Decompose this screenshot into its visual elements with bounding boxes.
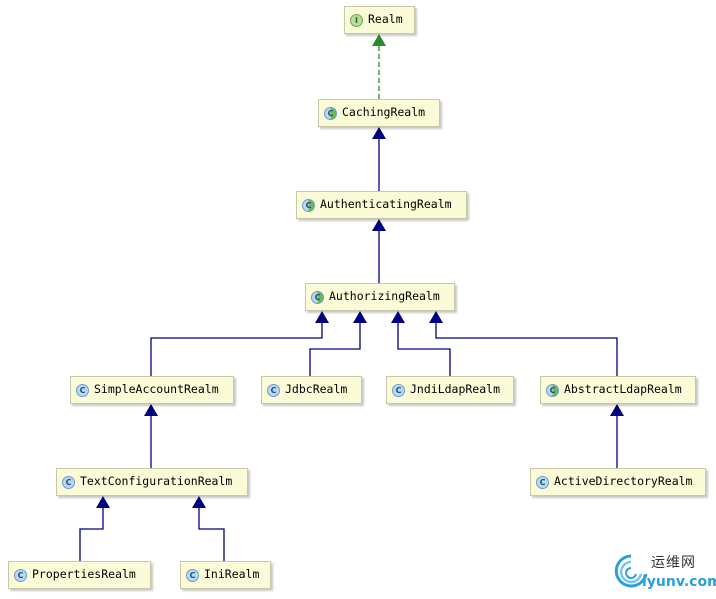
edge-arrowhead-authenticating-to-caching [372, 127, 386, 139]
node-abstract-ldap-realm[interactable]: C AbstractLdapRealm [540, 376, 696, 404]
class-icon: C [186, 568, 199, 582]
node-label: AuthenticatingRealm [320, 197, 452, 212]
node-label: JndiLdapRealm [410, 382, 501, 397]
edges [79, 34, 624, 561]
node-ini-realm[interactable]: C IniRealm [180, 561, 271, 589]
node-authenticating-realm[interactable]: C AuthenticatingRealm [296, 191, 467, 219]
node-label: AbstractLdapRealm [564, 382, 682, 397]
edge-line-simpleaccount-to-authorizing [150, 323, 323, 376]
class-icon: C [62, 475, 75, 489]
node-active-directory-realm[interactable]: C ActiveDirectoryRealm [530, 468, 706, 496]
edge-arrowhead-authorizing-to-authenticating [372, 219, 386, 231]
node-jdbc-realm[interactable]: C JdbcRealm [261, 376, 362, 404]
class-icon: C [267, 383, 280, 397]
edge-arrowhead-caching-to-realm [372, 34, 386, 46]
node-label: AuthorizingRealm [329, 289, 440, 304]
node-label: Realm [368, 12, 403, 27]
node-authorizing-realm[interactable]: C AuthorizingRealm [305, 283, 455, 311]
watermark-site-name: 运维网 [651, 555, 696, 571]
edge-arrowhead-jdbc-to-authorizing [353, 311, 367, 323]
edge-arrowhead-jndildap-to-authorizing [391, 311, 405, 323]
edge-line-jndildap-to-authorizing [397, 323, 451, 376]
abstract-class-icon: C [311, 290, 324, 304]
node-properties-realm[interactable]: C PropertiesRealm [8, 561, 151, 589]
node-label: ActiveDirectoryRealm [554, 474, 693, 489]
node-label: IniRealm [204, 567, 260, 582]
class-icon: C [76, 383, 89, 397]
swirl-logo-icon [614, 554, 648, 588]
edge-arrowhead-properties-to-textconfig [96, 496, 110, 508]
node-realm[interactable]: I Realm [344, 6, 415, 34]
edge-arrowhead-textconfig-to-simpleaccount [144, 404, 158, 416]
node-label: PropertiesRealm [32, 567, 136, 582]
node-text-configuration-realm[interactable]: C TextConfigurationRealm [56, 468, 248, 496]
edge-line-abstractldap-to-authorizing [435, 323, 618, 376]
node-label: JdbcRealm [285, 382, 348, 397]
abstract-class-icon: C [546, 383, 559, 397]
node-label: SimpleAccountRealm [94, 382, 219, 397]
edge-line-jdbc-to-authorizing [309, 323, 361, 376]
class-icon: C [392, 383, 405, 397]
class-icon: C [14, 568, 27, 582]
edge-line-ini-to-textconfig [198, 508, 225, 561]
node-label: TextConfigurationRealm [80, 474, 233, 489]
edge-arrowhead-ini-to-textconfig [192, 496, 206, 508]
edge-line-properties-to-textconfig [79, 508, 104, 561]
watermark-domain: iyunv.com [642, 574, 716, 590]
abstract-class-icon: C [302, 198, 315, 212]
edge-arrowhead-activedirectory-to-abstractldap [610, 404, 624, 416]
node-caching-realm[interactable]: C CachingRealm [318, 99, 440, 127]
watermark: 运维网 iyunv.com [610, 550, 716, 599]
node-simple-account-realm[interactable]: C SimpleAccountRealm [70, 376, 234, 404]
node-jndi-ldap-realm[interactable]: C JndiLdapRealm [386, 376, 514, 404]
edge-arrowhead-abstractldap-to-authorizing [429, 311, 443, 323]
node-label: CachingRealm [342, 105, 426, 120]
interface-icon: I [350, 13, 363, 27]
edge-arrowhead-simpleaccount-to-authorizing [315, 311, 329, 323]
abstract-class-icon: C [324, 106, 337, 120]
class-icon: C [536, 475, 549, 489]
